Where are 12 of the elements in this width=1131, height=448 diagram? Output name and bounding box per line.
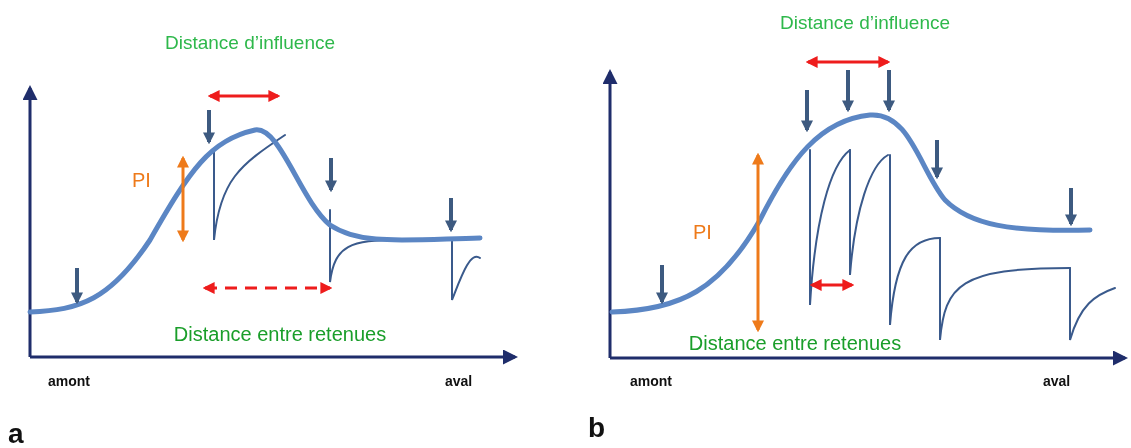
axis-label: amont xyxy=(48,374,90,388)
annotation-text: Distance d’influence xyxy=(780,13,950,32)
axis-label: amont xyxy=(630,374,672,388)
axis-label: aval xyxy=(445,374,473,388)
annotation-text: Distance entre retenues xyxy=(173,324,387,344)
annotation-text: Distance entre retenues xyxy=(688,333,902,353)
panel-label: b xyxy=(588,414,606,442)
panel-label: a xyxy=(8,420,24,448)
annotation-text: Distance d’influence xyxy=(165,33,335,52)
annotation-text: PI xyxy=(693,222,712,242)
axis-label: aval xyxy=(1043,374,1071,388)
annotation-text: PI xyxy=(132,170,151,190)
